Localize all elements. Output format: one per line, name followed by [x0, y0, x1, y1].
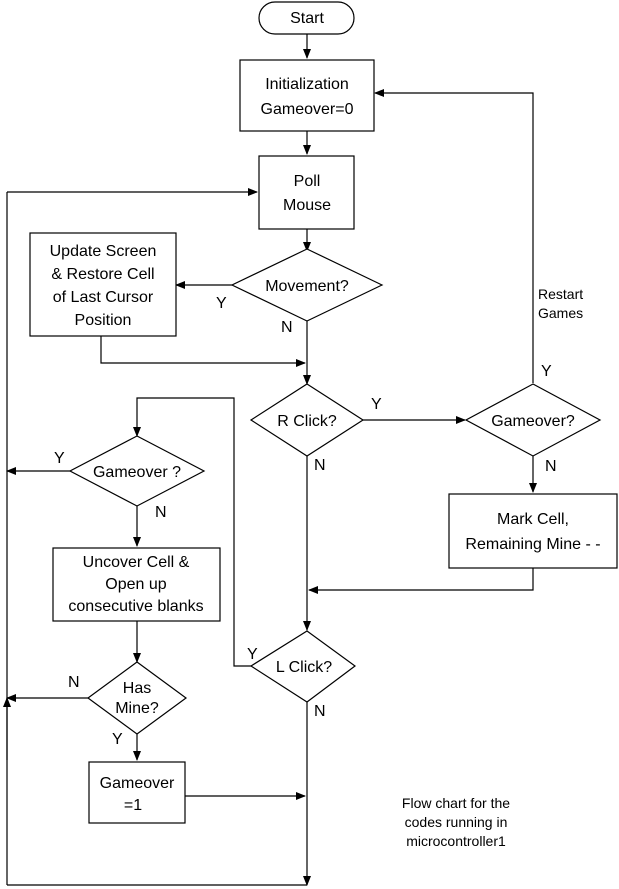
node-hasmine: Has Mine? — [86, 661, 188, 735]
label-movement-no: N — [281, 319, 293, 336]
node-uncover-line3: consecutive blanks — [68, 598, 203, 615]
label-gameover-left-no: N — [155, 504, 167, 521]
label-gameover-right-yes: Y — [541, 363, 552, 380]
node-mark-line1: Mark Cell, — [497, 511, 569, 528]
caption: Flow chart for the codes running in micr… — [402, 795, 510, 849]
node-gameover-right-label: Gameover? — [491, 413, 575, 430]
node-gameover-right: Gameover? — [464, 383, 602, 457]
node-gameover-set: Gameover =1 — [88, 761, 186, 824]
node-rclick-label: R Click? — [277, 413, 337, 430]
node-movement: Movement? — [230, 248, 384, 322]
label-hasmine-no: N — [68, 674, 80, 691]
connectors — [2, 34, 537, 886]
edge-lclick-gameover-left — [133, 397, 251, 667]
caption-line3: microcontroller1 — [406, 833, 506, 849]
node-movement-label: Movement? — [265, 278, 349, 295]
node-uncover: Uncover Cell & Open up consecutive blank… — [52, 547, 221, 622]
node-update-line4: Position — [75, 312, 132, 329]
node-update: Update Screen & Restore Cell of Last Cur… — [29, 232, 177, 337]
node-update-line1: Update Screen — [50, 243, 157, 260]
node-uncover-line1: Uncover Cell & — [83, 554, 190, 571]
edge-update-merge — [100, 336, 306, 367]
caption-line2: codes running in — [405, 814, 508, 830]
node-start: Start — [258, 1, 355, 35]
label-lclick-no: N — [314, 703, 326, 720]
edge-labels: Y N Y N Y N Restart Games Y N Y N N Y — [54, 286, 583, 748]
node-hasmine-line1: Has — [123, 680, 151, 697]
node-rclick: R Click? — [249, 383, 365, 457]
label-restart-line1: Restart — [538, 286, 583, 302]
label-hasmine-yes: Y — [112, 731, 123, 748]
node-lclick: L Click? — [249, 630, 357, 703]
node-gameover-left: Gameover ? — [68, 435, 206, 507]
label-rclick-yes: Y — [371, 396, 382, 413]
node-poll-line1: Poll — [294, 173, 321, 190]
node-poll: Poll Mouse — [258, 155, 355, 230]
label-lclick-yes: Y — [247, 646, 258, 663]
node-init-line2: Gameover=0 — [261, 101, 354, 118]
label-gameover-left-yes: Y — [54, 450, 65, 467]
node-start-label: Start — [290, 10, 324, 27]
node-lclick-label: L Click? — [276, 659, 332, 676]
node-update-line3: of Last Cursor — [53, 289, 154, 306]
node-gameover-left-label: Gameover ? — [93, 464, 181, 481]
node-hasmine-line2: Mine? — [115, 700, 159, 717]
node-mark: Mark Cell, Remaining Mine - - — [448, 493, 618, 569]
node-init-line1: Initialization — [265, 76, 349, 93]
node-poll-line2: Mouse — [283, 197, 331, 214]
caption-line1: Flow chart for the — [402, 795, 510, 811]
label-movement-yes: Y — [216, 295, 227, 312]
label-restart-line2: Games — [538, 305, 583, 321]
node-gameover-set-line2: =1 — [124, 797, 142, 814]
node-gameover-set-line1: Gameover — [100, 775, 175, 792]
label-rclick-no: N — [314, 457, 326, 474]
node-init: Initialization Gameover=0 — [239, 59, 375, 132]
node-mark-line2: Remaining Mine - - — [465, 536, 600, 553]
edge-restart-init — [374, 89, 534, 383]
label-gameover-right-no: N — [545, 458, 557, 475]
node-update-line2: & Restore Cell — [51, 266, 154, 283]
node-uncover-line2: Open up — [105, 576, 166, 593]
edge-mark-merge — [308, 568, 534, 594]
